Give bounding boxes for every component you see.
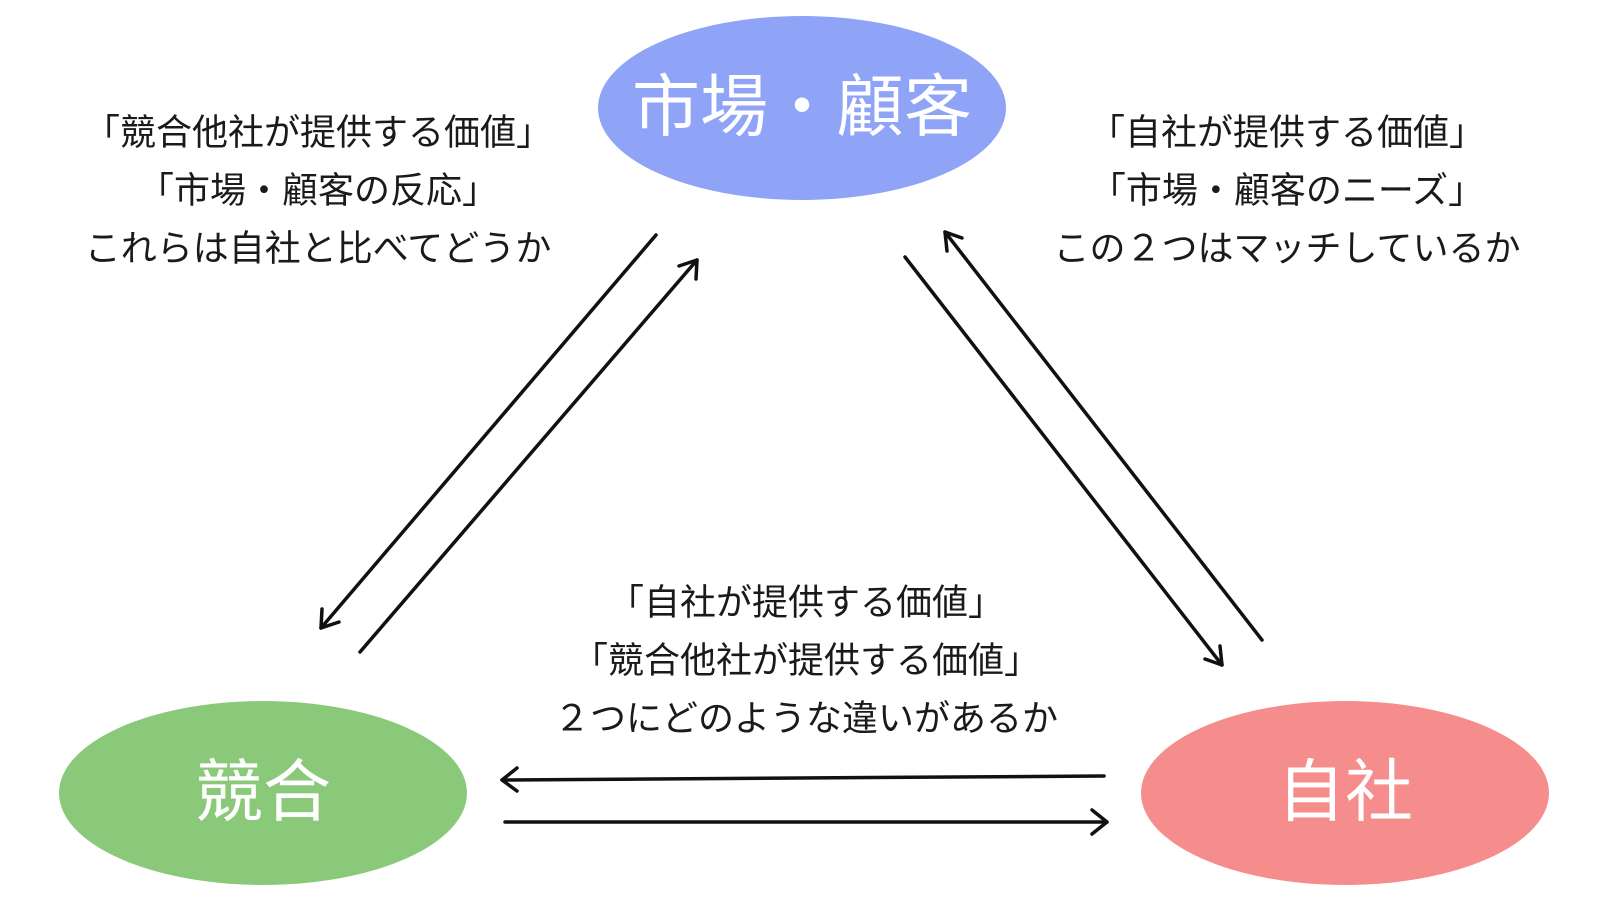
node-market-label: 市場・顧客 [632,69,972,148]
node-company: 自社 [1141,701,1549,885]
node-competitor-label: 競合 [195,754,331,833]
note-line: この２つはマッチしているか [1054,229,1521,270]
arrow-company-to-market [943,230,1264,642]
note-competitor-company: 「自社が提供する価値」 「競合他社が提供する価値」 ２つにどのような違いがあるか [554,583,1058,740]
node-company-label: 自社 [1277,754,1413,833]
node-competitor-ellipse [59,701,467,885]
note-market-company: 「自社が提供する価値」 「市場・顧客のニーズ」 この２つはマッチしているか [1054,113,1521,270]
arrow-competitor-to-company [503,808,1109,836]
arrow-competitor-to-market [358,258,699,654]
node-company-ellipse [1141,701,1549,885]
note-line: 「市場・顧客のニーズ」 [1090,171,1484,212]
note-line: 「自社が提供する価値」 [1089,113,1485,154]
note-market-competitor: 「競合他社が提供する価値」 「市場・顧客の反応」 これらは自社と比べてどうか [84,113,552,270]
node-competitor: 競合 [59,701,467,885]
note-line: ２つにどのような違いがあるか [554,699,1058,740]
note-line: 「競合他社が提供する価値」 [84,113,552,154]
arrow-market-to-company [903,255,1224,667]
note-line: 「競合他社が提供する価値」 [572,641,1040,682]
note-line: 「自社が提供する価値」 [608,583,1004,624]
node-market: 市場・顧客 [598,16,1006,200]
note-line: これらは自社と比べてどうか [85,229,552,270]
note-line: 「市場・顧客の反応」 [138,171,498,212]
arrow-company-to-competitor [500,766,1106,793]
arrow-market-to-competitor [319,233,658,630]
node-market-ellipse [598,16,1006,200]
